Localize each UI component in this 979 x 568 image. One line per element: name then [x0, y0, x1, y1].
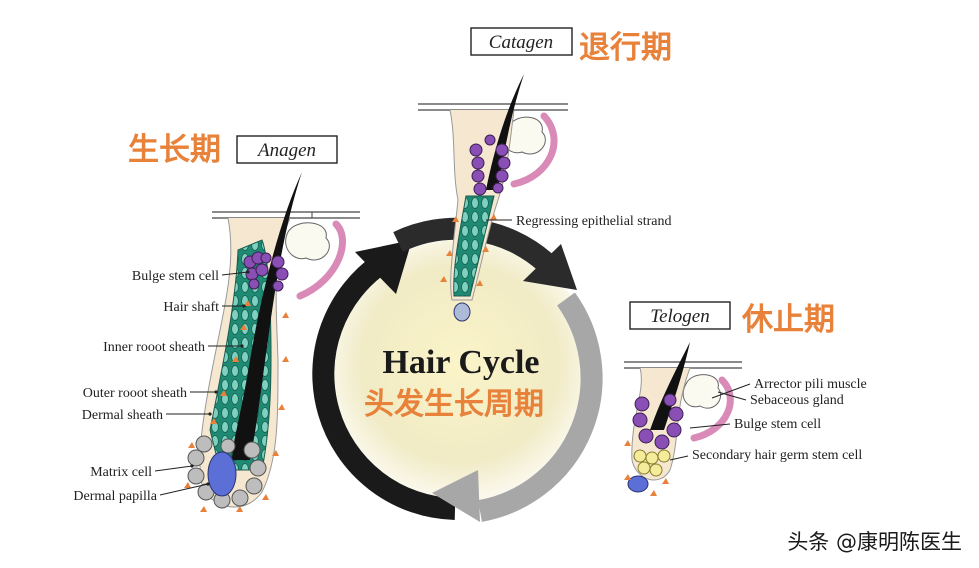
- sebaceous-gland: [285, 222, 330, 261]
- dermal-sheath-cells: [184, 300, 289, 512]
- phase-telogen-en: Telogen: [650, 306, 709, 327]
- label-sebaceous-gland: Sebaceous gland: [750, 393, 844, 408]
- arrector-pili-muscle: [690, 376, 734, 442]
- watermark: 头条 @康明陈医生: [787, 530, 962, 554]
- bulge-stem-cells: [243, 251, 289, 292]
- phase-anagen-box: [236, 135, 338, 164]
- regressing-strand: [453, 195, 495, 297]
- phase-catagen-zh: 退行期: [579, 30, 672, 66]
- anagen-leader-lines: [154, 271, 249, 496]
- bulge-stem-cells: [632, 393, 684, 450]
- sebaceous-gland: [682, 374, 722, 409]
- arrector-pili-muscle: [296, 220, 347, 300]
- label-bulge-stem-cell: Bulge stem cell: [132, 269, 219, 284]
- phase-anagen-zh: 生长期: [128, 132, 221, 168]
- label-inner-root-sheath: Inner rooot sheath: [103, 340, 205, 355]
- phase-catagen-en: Catagen: [489, 32, 553, 53]
- cycle-arrow-left: [312, 252, 456, 520]
- label-arrector-pili-muscle: Arrector pili muscle: [754, 377, 867, 392]
- hair-shaft: [486, 74, 524, 190]
- dermal-papilla: [453, 302, 471, 322]
- label-regressing-epithelial-strand: Regressing epithelial strand: [516, 214, 672, 229]
- matrix-cells: [187, 435, 267, 509]
- dermal-sheath-cells: [624, 440, 669, 496]
- hair-shaft: [232, 172, 302, 460]
- dermal-papilla: [627, 475, 649, 493]
- label-matrix-cell: Matrix cell: [90, 465, 152, 480]
- label-hair-shaft: Hair shaft: [163, 300, 219, 315]
- label-secondary-hair-germ: Secondary hair germ stem cell: [692, 448, 862, 463]
- anagen-label-dots: [190, 270, 250, 486]
- label-dermal-sheath: Dermal sheath: [82, 408, 163, 423]
- cycle-arrow-top-head: [523, 244, 577, 290]
- label-dermal-papilla: Dermal papilla: [73, 489, 157, 504]
- phase-catagen-box: [470, 27, 573, 56]
- anagen-follicle: [184, 172, 360, 512]
- club-hair: [650, 342, 690, 430]
- phase-telogen-box: [629, 301, 731, 330]
- label-outer-root-sheath: Outer rooot sheath: [83, 386, 187, 401]
- cycle-arrow-bottom-head: [432, 470, 480, 522]
- arrector-pili-muscle: [510, 112, 558, 188]
- dermal-sheath-cells: [440, 214, 497, 286]
- dermal-papilla: [207, 451, 237, 497]
- phase-anagen-en: Anagen: [256, 140, 316, 161]
- label-telogen-bulge-stem-cell: Bulge stem cell: [734, 417, 821, 432]
- telogen-leader-lines: [669, 383, 751, 461]
- cycle-arrow-right: [477, 292, 603, 522]
- telogen-follicle: [624, 342, 742, 496]
- secondary-hair-germ-cells: [633, 449, 671, 477]
- bulge-stem-cells: [469, 134, 511, 196]
- cycle-title-en: Hair Cycle: [382, 344, 539, 381]
- cycle-title-zh: 头发生长周期: [364, 387, 544, 422]
- catagen-follicle: [418, 74, 568, 322]
- cycle-center-glow: [322, 240, 598, 516]
- phase-telogen-zh: 休止期: [741, 302, 835, 338]
- cycle-arrow-left-head: [355, 240, 412, 294]
